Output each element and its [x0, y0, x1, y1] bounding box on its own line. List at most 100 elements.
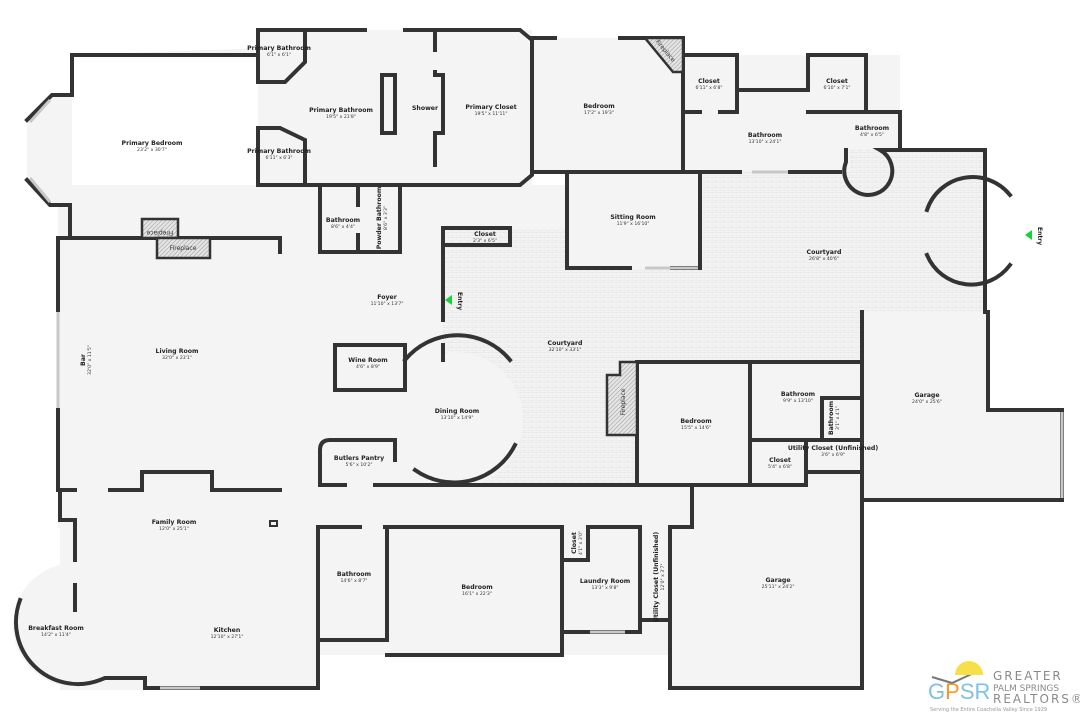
room-name: Garage [914, 392, 939, 399]
room-dimensions: 16'1" x 22'3" [462, 591, 492, 597]
room-name: Laundry Room [580, 578, 630, 585]
svg-text:Serving the Entire Coachella V: Serving the Entire Coachella Valley Sinc… [930, 707, 1047, 713]
room-name: Bathroom [855, 125, 889, 132]
floor-fills [13, 30, 1062, 690]
room-name: Breakfast Room [28, 625, 84, 632]
room-name: Sitting Room [610, 214, 655, 221]
room-name: Utility Closet (Unfinished) [788, 445, 878, 452]
room-name: Family Room [152, 519, 197, 526]
room-name: Primary Bathroom [247, 45, 311, 52]
room-name: Primary Bathroom [309, 107, 373, 114]
room-name: Foyer [377, 294, 397, 301]
room-name: Wine Room [348, 357, 387, 364]
room-dimensions: 12'0" x 25'1" [159, 526, 189, 532]
svg-text:REALTORS®: REALTORS® [993, 692, 1080, 706]
room-name: Bar [80, 353, 87, 366]
room-dimensions: 3'6" x 6'9" [821, 452, 845, 458]
room-dimensions: 19'5" x 11'11" [475, 111, 508, 117]
room-dimensions: 23'2" x 30'7" [137, 147, 167, 153]
fireplace [605, 360, 639, 437]
room-name: Closet [826, 78, 848, 85]
room-name: Living Room [156, 348, 199, 355]
room-dimensions: 15'5" x 14'6" [681, 425, 711, 431]
room-dimensions: 3'1" x 4'1" [835, 406, 841, 430]
room-name: Bathroom [326, 217, 360, 224]
room-name: Utility Closet (Unfinished) [653, 532, 660, 622]
room-name: Courtyard [548, 340, 583, 347]
room-name: Bathroom [748, 132, 782, 139]
room-dimensions: 8'6" x 4'4" [331, 224, 355, 230]
room-name: Closet [698, 78, 720, 85]
room-dimensions: 12'0" x 3'7" [660, 563, 666, 590]
room-name: Closet [571, 532, 578, 554]
room-dimensions: 19'5" x 21'8" [326, 114, 356, 120]
room-name: Bathroom [781, 391, 815, 398]
room-dimensions: 13'3" x 9'8" [591, 585, 618, 591]
entry-markers: Entry Entry [445, 227, 1043, 310]
room-name: Bathroom [337, 571, 371, 578]
room-name: Bathroom [828, 401, 835, 435]
room-dimensions: 4'6" x 8'9" [356, 364, 380, 370]
room-dimensions: 5'4" x 6'8" [768, 464, 792, 470]
fireplace [642, 36, 685, 74]
fireplace-label: Fireplace [146, 229, 173, 236]
room-dimensions: 6'11" x 6'3" [265, 155, 292, 161]
room-name: Powder Bathroom [376, 187, 383, 250]
room-dimensions: 8'6" x 3'3" [383, 206, 389, 230]
room-name: Courtyard [807, 249, 842, 256]
entry-arrow-icon [1025, 230, 1032, 240]
room-name: Closet [474, 231, 496, 238]
room-name: Bedroom [461, 584, 492, 591]
entry-arrow-icon [445, 295, 452, 305]
room-label: Utility Closet (Unfinished)12'0" x 3'7" [653, 532, 666, 622]
room-name: Kitchen [214, 627, 241, 634]
fireplaces: Fireplace Fireplace Fireplace Fireplace [140, 36, 685, 437]
entry-label: Entry [1036, 227, 1043, 245]
room-name: Bedroom [583, 103, 614, 110]
room-name: Primary Bathroom [247, 148, 311, 155]
svg-text:GREATER: GREATER [993, 669, 1063, 683]
room-name: Bedroom [680, 418, 711, 425]
room-dimensions: 17'2" x 19'3" [584, 110, 614, 116]
room-dimensions: 14'6" x 8'7" [340, 578, 367, 584]
room-dimensions: 9'9" x 13'10" [783, 398, 813, 404]
walls [14, 28, 1064, 690]
room-name: Shower [412, 105, 439, 112]
svg-text:GPSR: GPSR [928, 679, 990, 704]
room-dimensions: 13'10" x 14'9" [441, 415, 474, 421]
room-name: Dining Room [435, 408, 480, 415]
sun-icon [955, 661, 983, 675]
fireplace [155, 236, 212, 260]
room-dimensions: 13'10" x 24'1" [749, 139, 782, 145]
room-name: Butlers Pantry [334, 455, 384, 462]
room-dimensions: 25'11" x 24'2" [762, 584, 795, 590]
